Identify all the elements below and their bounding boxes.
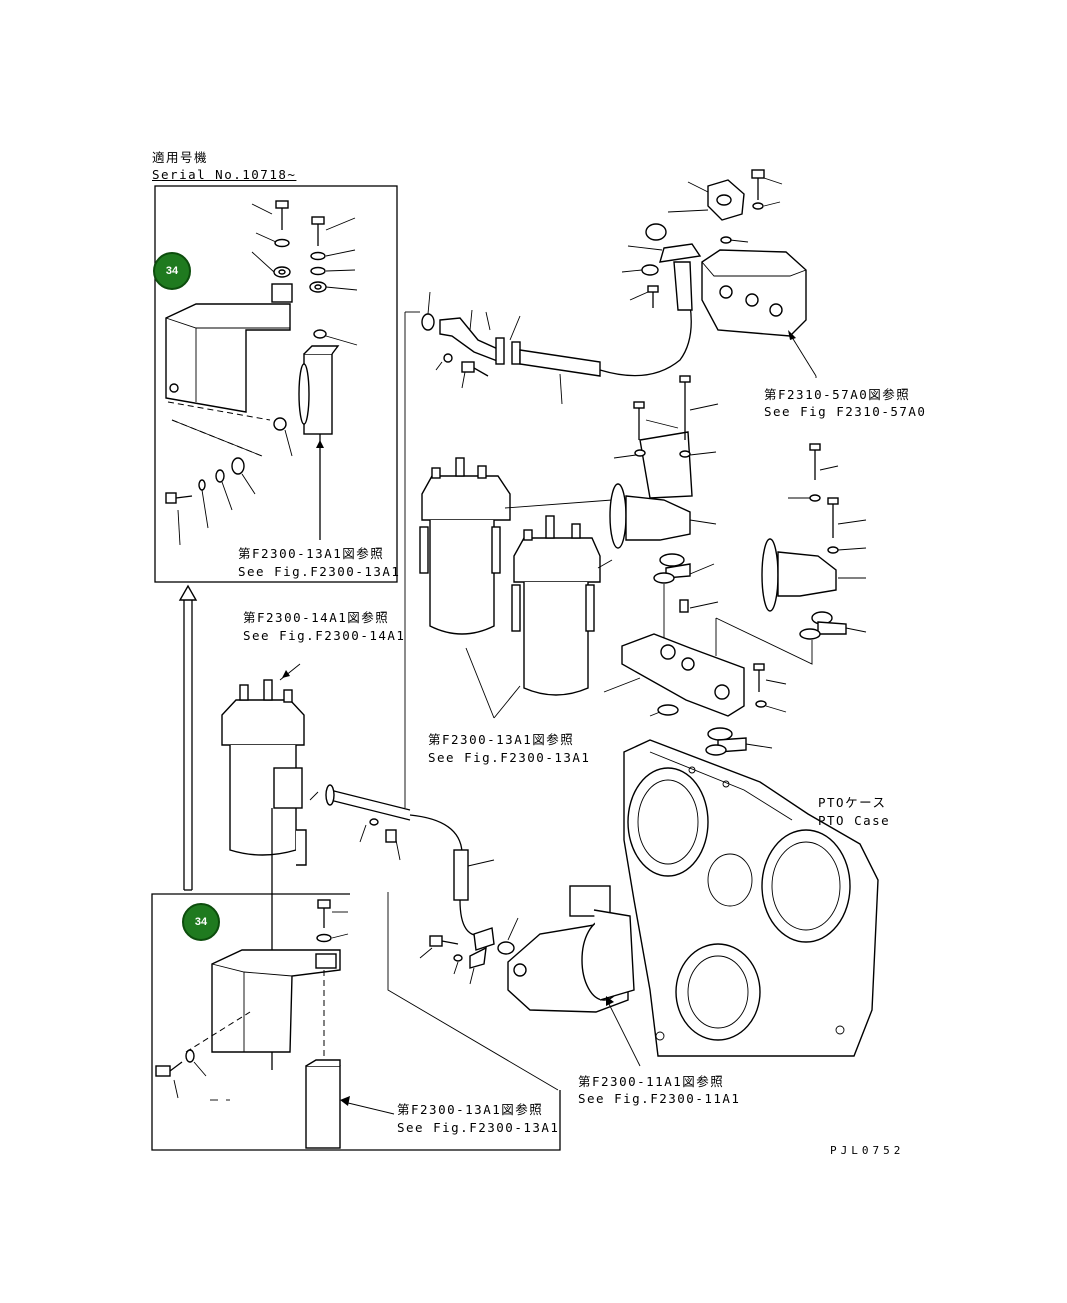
pto-case-jp: PTOケース	[818, 795, 887, 810]
upper-inset-cover	[165, 283, 293, 457]
upper-inset-valve-block	[298, 345, 340, 540]
item-badge-top: 34	[153, 252, 191, 290]
drawing-code: PJL0752	[830, 1144, 905, 1157]
upper-inset-bolt-stack	[251, 200, 358, 346]
lower-inset-frame	[151, 893, 561, 1151]
pto-case	[623, 739, 879, 1057]
filter-assembly-left	[221, 663, 307, 1070]
right-bracket-assembly	[715, 443, 867, 665]
ref-14a1-jp: 第F2300-14A1図参照	[243, 610, 390, 625]
lower-inset-parts	[155, 899, 395, 1149]
ref-13a1-lower-en: See Fig.F2300-13A1	[397, 1120, 560, 1135]
filter-canister-rear	[419, 457, 511, 635]
serial-applicable-label: 適用号機	[152, 150, 209, 165]
pto-valve-manifold	[621, 169, 817, 377]
hose-left	[309, 784, 495, 937]
ref-57a0-en: See Fig F2310-57A0	[764, 404, 927, 419]
upward-arrow	[178, 584, 198, 891]
ref-14a1-en: See Fig.F2300-14A1	[243, 628, 406, 643]
ref-57a0-jp: 第F2310-57A0図参照	[764, 387, 911, 402]
ref-13a1-center-jp: 第F2300-13A1図参照	[428, 732, 575, 747]
serial-number-label: Serial No.10718~	[152, 167, 297, 182]
filter-head-mount	[609, 375, 719, 640]
upper-inset-lower-bolts	[165, 419, 263, 546]
pto-case-en: PTO Case	[818, 813, 891, 828]
ref-13a1-upper-jp: 第F2300-13A1図参照	[238, 546, 385, 561]
ref-13a1-lower-jp: 第F2300-13A1図参照	[397, 1102, 544, 1117]
ref-13a1-center-en: See Fig.F2300-13A1	[428, 750, 591, 765]
filter-canister-front	[511, 515, 601, 696]
upper-inset-frame	[154, 185, 398, 583]
ref-13a1-upper-en: See Fig.F2300-13A1	[238, 564, 401, 579]
upper-pipe-assembly	[421, 291, 692, 405]
frame-leader-lower	[387, 892, 559, 1091]
ref-11a1-en: See Fig.F2300-11A1	[578, 1091, 741, 1106]
ref-11a1-jp: 第F2300-11A1図参照	[578, 1074, 725, 1089]
item-badge-bottom: 34	[182, 903, 220, 941]
filter-mounting-plate	[603, 633, 787, 756]
hydraulic-pump	[419, 885, 641, 1067]
